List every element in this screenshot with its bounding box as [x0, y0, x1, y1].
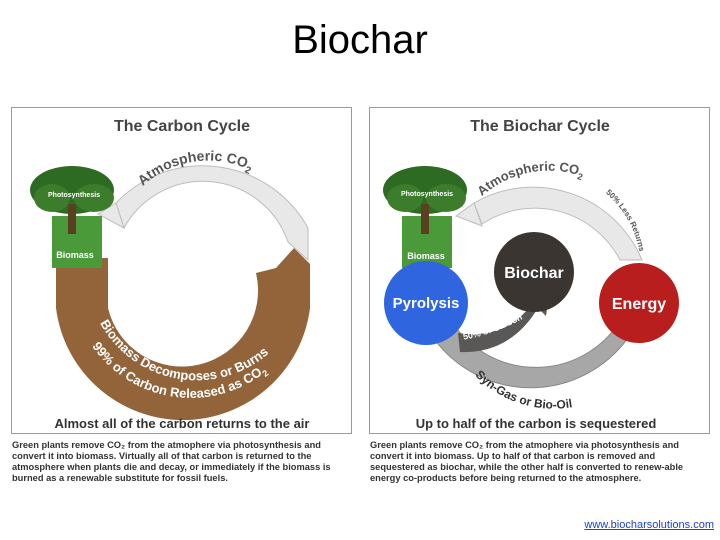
pyrolysis-circle [384, 261, 468, 345]
photosynthesis-label: Photosynthesis [48, 192, 100, 199]
biochar-cycle-caption: Green plants remove CO₂ from the atmophe… [370, 440, 684, 483]
tree-icon [30, 166, 114, 234]
biomass-column [52, 216, 102, 268]
carbon-cycle-panel: The Carbon Cycle Atmospheric CO2 Photosy… [11, 107, 352, 434]
biochar-cycle-diagram: The Biochar Cycle Atmospheric CO2 50% Le… [383, 118, 679, 431]
atmospheric-arrow [473, 186, 643, 261]
slide-title: Biochar [292, 18, 428, 62]
biochar-cycle-summary: Up to half of the carbon is sequestered [416, 416, 657, 431]
energy-label: Energy [612, 296, 666, 313]
footer-link[interactable]: www.biocharsolutions.com [584, 519, 714, 531]
atmospheric-arrow [115, 165, 309, 262]
carbon-cycle-caption: Green plants remove CO₂ from the atmophe… [12, 440, 331, 483]
fifty-percent-arrow [458, 288, 550, 353]
arrowhead-icon [454, 202, 483, 227]
photosynthesis-label: Photosynthesis [401, 191, 453, 198]
pyrolysis-label: Pyrolysis [393, 295, 460, 312]
syngas-arrow [429, 317, 633, 389]
biochar-circle [494, 232, 574, 312]
biomass-label: Biomass [56, 250, 94, 260]
energy-circle [599, 263, 679, 343]
tree-icon [383, 166, 467, 234]
biomass-label: Biomass [407, 251, 445, 261]
carbon-cycle-summary: Almost all of the carbon returns to the … [55, 416, 310, 431]
decomposition-band [56, 248, 310, 421]
biochar-label: Biochar [504, 265, 564, 282]
biochar-cycle-title: The Biochar Cycle [470, 118, 610, 135]
biochar-cycle-panel: The Biochar Cycle Atmospheric CO2 50% Le… [369, 107, 710, 434]
carbon-cycle-title: The Carbon Cycle [114, 118, 250, 135]
carbon-cycle-diagram: The Carbon Cycle Atmospheric CO2 Photosy… [30, 118, 310, 431]
